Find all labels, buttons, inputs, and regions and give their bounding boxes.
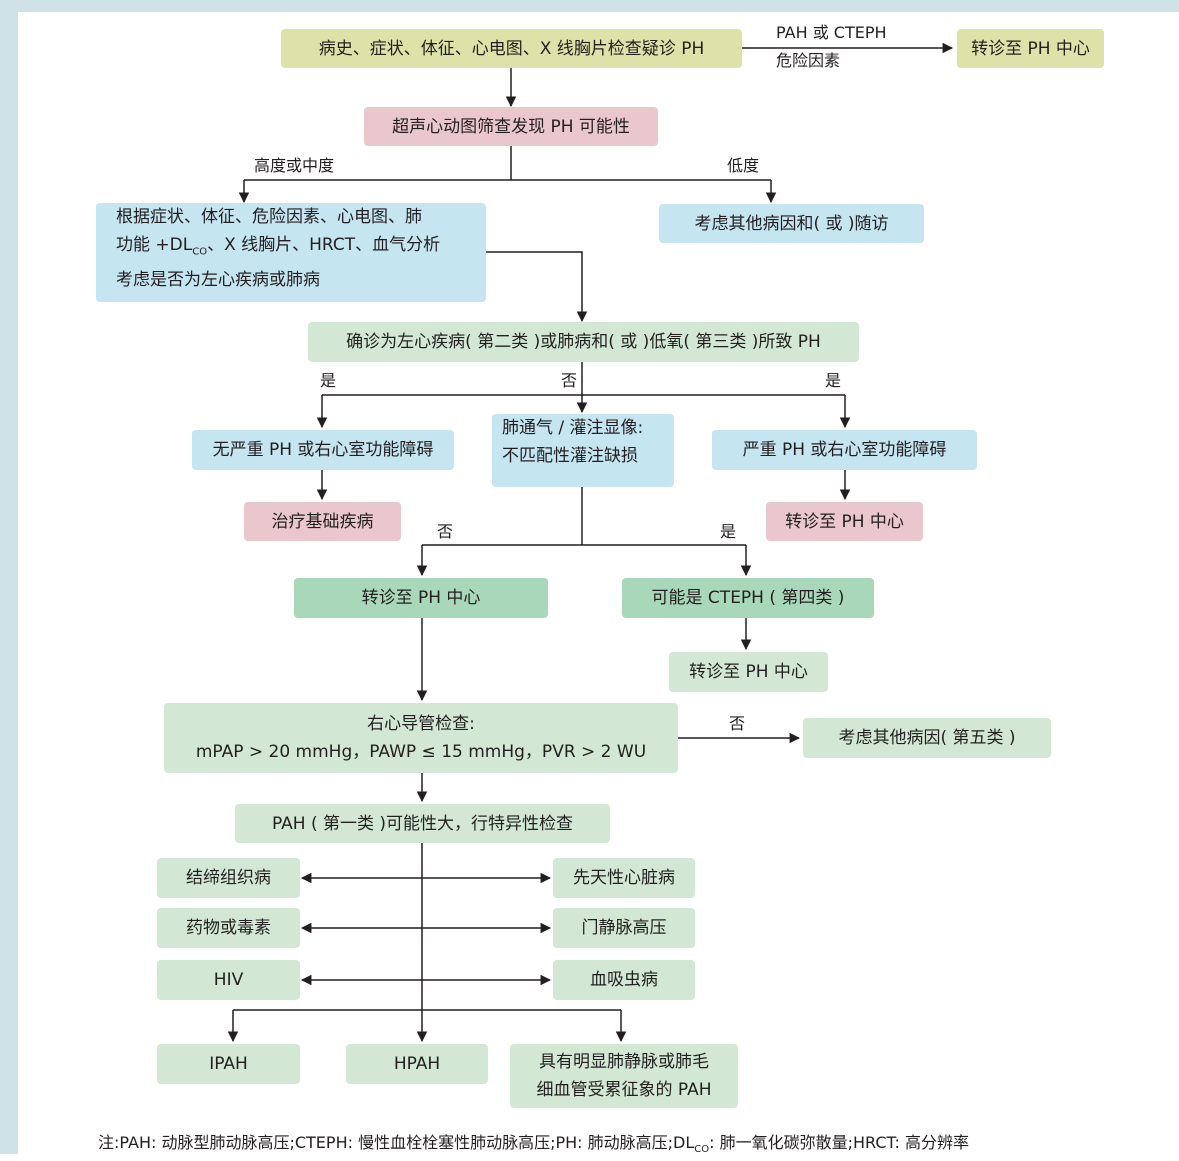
- risk-factor-label: 危险因素: [776, 51, 841, 70]
- hiv-node: HIV: [157, 960, 300, 1000]
- yes-right-label: 是: [825, 371, 842, 390]
- pvod-line-1: 具有明显肺静脉或肺毛: [539, 1052, 709, 1072]
- vq-scan-node: 肺通气 / 灌注显像: 不匹配性灌注缺损: [492, 414, 674, 487]
- right-heart-cath-node: 右心导管检查: mPAP > 20 mmHg，PAWP ≤ 15 mmHg，PV…: [164, 703, 678, 773]
- left-frame-band: [0, 0, 18, 1154]
- yes-vq-label: 是: [720, 522, 737, 541]
- pah-cteph-risk-label: PAH 或 CTEPH: [776, 23, 887, 42]
- drugs-toxins-node: 药物或毒素: [157, 908, 300, 948]
- top-frame-band: [0, 0, 1179, 12]
- echo-screening-node: 超声心动图筛查发现 PH 可能性: [364, 107, 658, 146]
- assessment-line-1: 根据症状、体征、危险因素、心电图、肺: [116, 207, 422, 227]
- assessment-node: 根据症状、体征、危险因素、心电图、肺 功能 +DLCO、X 线胸片、HRCT、血…: [96, 203, 486, 302]
- rhc-line-2: mPAP > 20 mmHg，PAWP ≤ 15 mmHg，PVR > 2 WU: [195, 742, 647, 762]
- vq-scan-line-1: 肺通气 / 灌注显像:: [502, 418, 644, 438]
- portal-hypertension-node: 门静脉高压: [553, 908, 695, 948]
- no-severe-ph-node: 无严重 PH 或右心室功能障碍: [192, 430, 454, 470]
- connective-tissue-disease-node: 结缔组织病: [157, 858, 300, 898]
- no-middle-label: 否: [561, 371, 578, 390]
- refer-ph-center-node-severe: 转诊至 PH 中心: [766, 502, 923, 541]
- history-exam-node: 病史、症状、体征、心电图、X 线胸片检查疑诊 PH: [281, 29, 742, 68]
- arrow-to-confirm: [486, 251, 588, 323]
- assessment-line-2: 功能 +DLCO、X 线胸片、HRCT、血气分析: [116, 235, 441, 258]
- treat-underlying-node: 治疗基础疾病: [244, 502, 401, 541]
- refer-ph-center-node-left: 转诊至 PH 中心: [294, 578, 548, 618]
- high-mid-probability-label: 高度或中度: [254, 156, 335, 175]
- rhc-line-1: 右心导管检查:: [367, 714, 475, 734]
- ipah-node: IPAH: [157, 1044, 300, 1084]
- confirm-group-2-3-node: 确诊为左心疾病( 第二类 )或肺病和( 或 )低氧( 第三类 )所致 PH: [308, 322, 859, 362]
- severe-ph-node: 严重 PH 或右心室功能障碍: [712, 430, 977, 470]
- low-probability-label: 低度: [727, 156, 760, 175]
- yes-left-label: 是: [320, 371, 337, 390]
- other-cause-followup-node: 考虑其他病因和( 或 )随访: [659, 204, 924, 243]
- congenital-heart-disease-node: 先天性心脏病: [553, 858, 695, 898]
- refer-ph-center-node-cteph: 转诊至 PH 中心: [669, 652, 828, 692]
- footnote: 注:PAH: 动脉型肺动脉高压;CTEPH: 慢性血栓栓塞性肺动脉高压;PH: …: [98, 1133, 969, 1156]
- pvod-line-2: 细血管受累征象的 PAH: [536, 1080, 712, 1100]
- pvod-pch-pah-node: 具有明显肺静脉或肺毛 细血管受累征象的 PAH: [510, 1044, 738, 1108]
- schistosomiasis-node: 血吸虫病: [553, 960, 695, 1000]
- no-vq-label: 否: [437, 522, 454, 541]
- possible-cteph-node: 可能是 CTEPH ( 第四类 ): [622, 578, 874, 618]
- no-rhc-label: 否: [729, 714, 746, 733]
- assessment-line-3: 考虑是否为左心疾病或肺病: [116, 270, 320, 291]
- pah-likely-node: PAH ( 第一类 )可能性大，行特异性检查: [235, 804, 610, 843]
- refer-ph-center-node-top: 转诊至 PH 中心: [957, 29, 1104, 68]
- other-cause-group-5-node: 考虑其他病因( 第五类 ): [803, 718, 1051, 758]
- vq-scan-line-2: 不匹配性灌注缺损: [502, 446, 638, 466]
- hpah-node: HPAH: [346, 1044, 488, 1084]
